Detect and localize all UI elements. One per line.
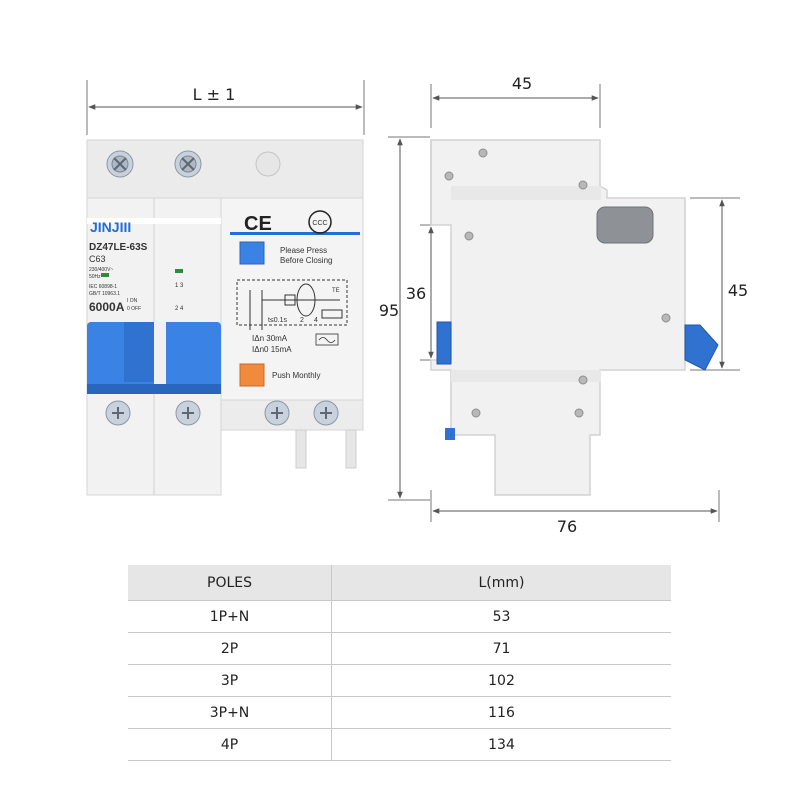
table-row: 3P 102 xyxy=(128,664,671,697)
top-terminal-screws xyxy=(106,150,281,178)
trip-time-label: t≤0.1s xyxy=(268,317,288,324)
poles-cell: 3P+N xyxy=(128,696,332,729)
right-height-label: 45 xyxy=(728,281,748,300)
reset-button-blue xyxy=(239,241,265,265)
poles-cell: 3P xyxy=(128,664,332,697)
length-cell: 53 xyxy=(331,600,671,633)
residual-current-label: IΔn 30mA xyxy=(252,334,288,343)
poles-cell: 4P xyxy=(128,728,332,761)
depth-top-label: 45 xyxy=(512,74,532,93)
table-row: 1P+N 53 xyxy=(128,600,671,633)
residual-no-trip-label: IΔn0 15mA xyxy=(252,345,292,354)
bottom-terminal-screws xyxy=(105,400,339,426)
press-label-2: Before Closing xyxy=(280,256,332,265)
toggle-handles xyxy=(87,322,221,394)
off-label: 0 OFF xyxy=(127,306,141,312)
length-dimension-label: L ± 1 xyxy=(193,85,236,104)
front-view: L ± 1 JINJIII DZ47LE-63S C63 230/400V~ 5… xyxy=(86,80,365,496)
length-cell: 71 xyxy=(331,632,671,665)
column-header-length: L(mm) xyxy=(331,565,671,601)
circuit-symbol xyxy=(236,279,348,330)
length-cell: 102 xyxy=(331,664,671,697)
terminal-bottom-label: 2 4 xyxy=(175,306,184,312)
table-row: 3P+N 116 xyxy=(128,696,671,729)
breaking-capacity-label: 6000A xyxy=(89,300,125,314)
side-view: 45 95 36 45 76 xyxy=(379,74,748,536)
test-label: Push Monthly xyxy=(272,371,320,380)
poles-cell: 1P+N xyxy=(128,600,332,633)
te-label: TE xyxy=(332,288,340,294)
length-cell: 116 xyxy=(331,696,671,729)
press-label-1: Please Press xyxy=(280,246,327,255)
rcd-marks: CE CCC xyxy=(244,210,332,235)
frequency-label: 50Hz xyxy=(89,274,101,280)
standard-label-2: GB/T 10963.1 xyxy=(89,291,120,297)
on-label: I ON xyxy=(127,298,138,304)
terminal-top-label: 1 3 xyxy=(175,283,184,289)
table-header-row: POLES L(mm) xyxy=(128,565,671,601)
test-button-orange xyxy=(239,363,265,387)
length-cell: 134 xyxy=(331,728,671,761)
model-label: DZ47LE-63S xyxy=(89,242,148,253)
rating-label: C63 xyxy=(89,254,106,264)
table-row: 4P 134 xyxy=(128,728,671,761)
total-depth-label: 76 xyxy=(557,517,577,536)
brand-logo: JINJIII xyxy=(90,219,131,235)
poles-cell: 2P xyxy=(128,632,332,665)
side-window xyxy=(596,206,654,244)
total-height-label: 95 xyxy=(379,301,399,320)
voltage-label: 230/400V~ xyxy=(89,267,113,273)
standard-label-1: IEC 60898-1 xyxy=(89,284,117,290)
inner-height-label: 36 xyxy=(406,284,426,303)
table-row: 2P 71 xyxy=(128,632,671,665)
side-rivets xyxy=(444,148,671,418)
ccc-mark: CCC xyxy=(312,220,327,227)
circuit-terminal-4: 4 xyxy=(314,317,318,324)
poles-length-table: POLES L(mm) 1P+N 53 2P 71 3P 102 3P+N 11… xyxy=(128,565,671,761)
side-lever-left xyxy=(436,321,452,365)
column-header-poles: POLES xyxy=(128,565,332,601)
breaker-dimension-drawing: L ± 1 JINJIII DZ47LE-63S C63 230/400V~ 5… xyxy=(86,74,748,536)
circuit-terminal-2: 2 xyxy=(300,317,304,324)
ce-mark: CE xyxy=(244,213,272,235)
side-lever-right xyxy=(684,324,719,371)
